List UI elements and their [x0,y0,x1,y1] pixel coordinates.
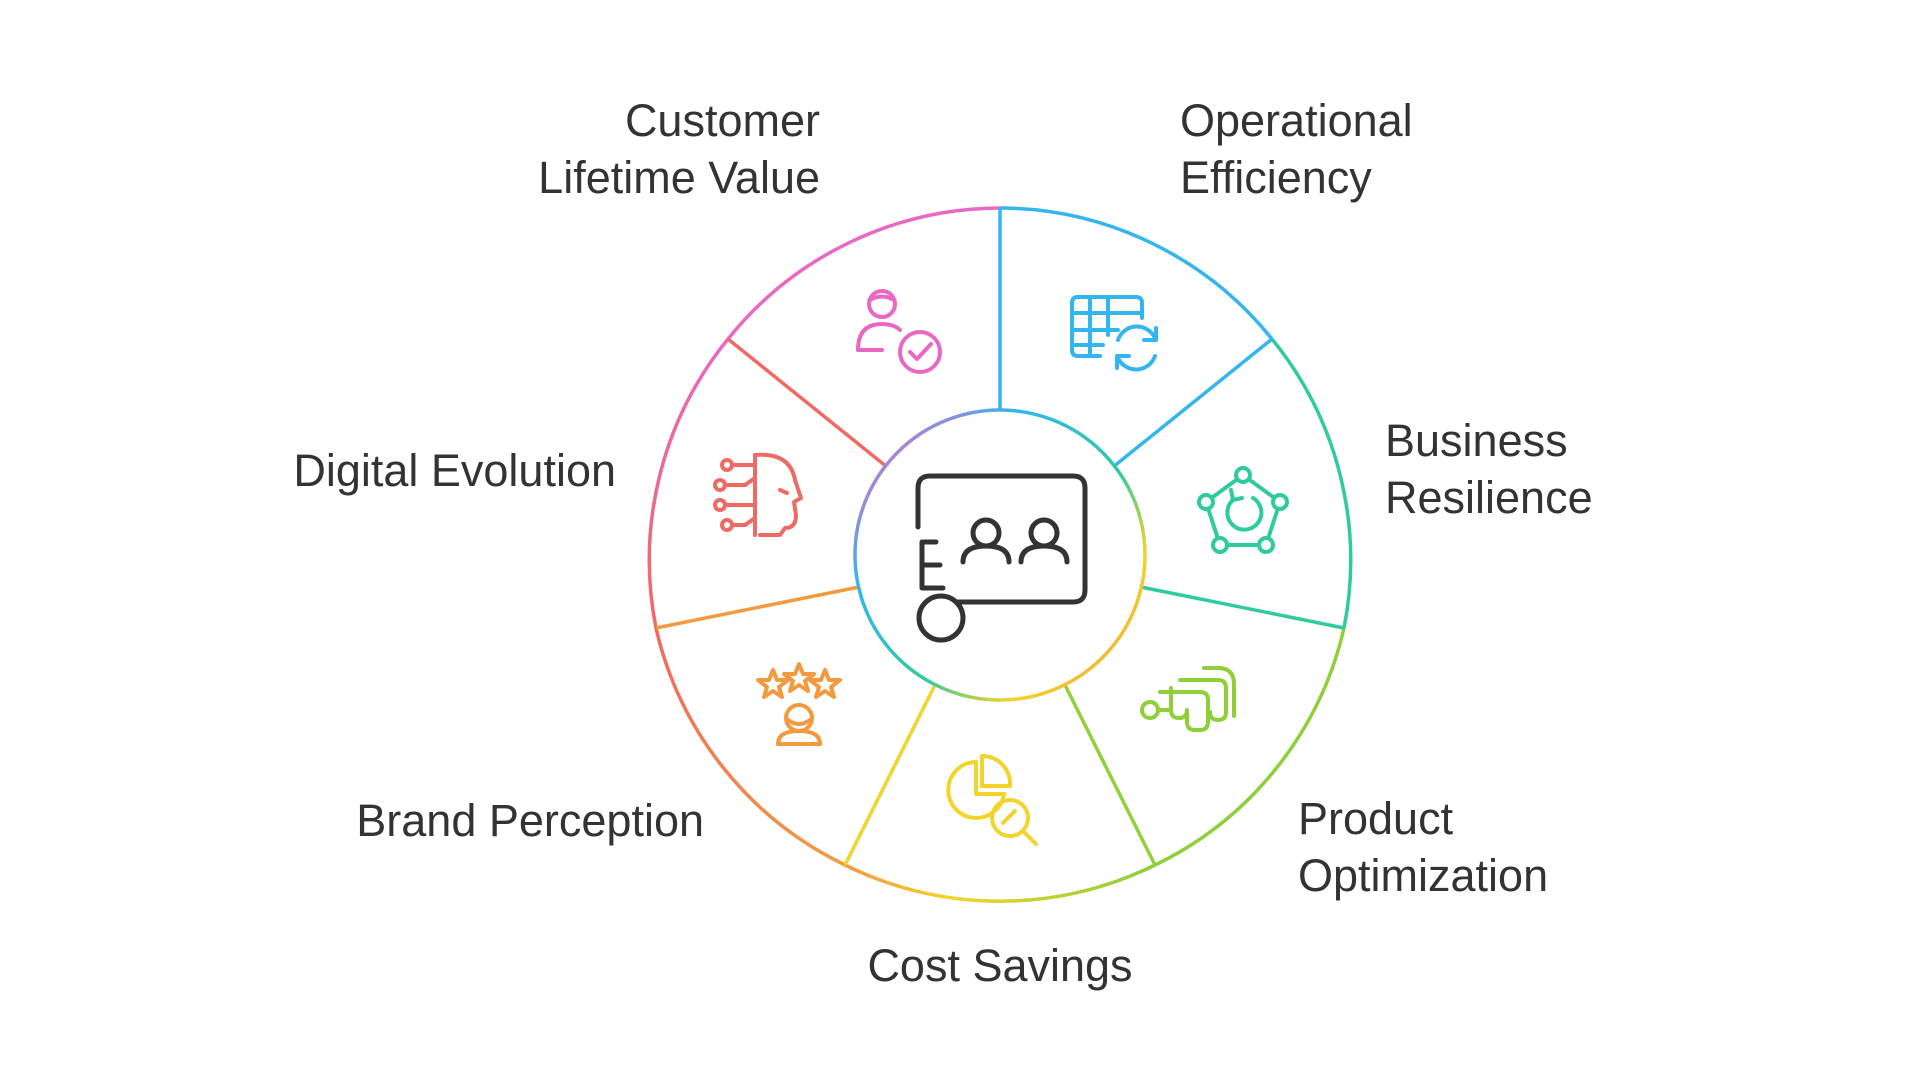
label-line: Operational [1180,95,1413,146]
person-stars-icon [756,662,842,746]
label-cost-savings: Cost Savings [800,937,1200,994]
pie-chart-search-icon [946,753,1038,846]
arc-operational-efficiency [999,206,1274,341]
label-line: Brand Perception [356,795,704,846]
arc-product-optimization [1154,627,1346,867]
label-customer-lifetime-value: Customer Lifetime Value [460,92,820,206]
hub-circle [853,408,1147,702]
arc-cost-savings [844,863,1156,903]
ascending-arrows-icon [1140,666,1236,732]
divider-lower-left [655,585,860,630]
ai-head-circuit-icon [713,452,803,537]
label-line: Optimization [1298,850,1549,901]
divider-upper-left [726,337,889,469]
label-product-optimization: Product Optimization [1298,790,1678,904]
label-line: Customer [624,95,820,146]
label-line: Cost Savings [867,940,1133,991]
label-business-resilience: Business Resilience [1385,412,1745,526]
pentagon-cycle-icon [1197,466,1289,554]
label-line: Lifetime Value [538,152,820,203]
divider-upper-right [1111,337,1274,469]
label-line: Efficiency [1180,152,1372,203]
label-line: Product [1298,793,1454,844]
dividers [655,208,1345,866]
label-operational-efficiency: Operational Efficiency [1180,92,1540,206]
table-refresh-icon [1070,295,1158,372]
label-line: Business [1385,415,1568,466]
label-brand-perception: Brand Perception [300,792,704,849]
arc-customer-lifetime-value [726,206,1001,341]
outer-ring [647,206,1353,903]
divider-lower-right [1140,585,1345,630]
user-check-icon [856,289,942,374]
label-line: Digital Evolution [293,445,616,496]
arc-digital-evolution [647,337,730,629]
label-digital-evolution: Digital Evolution [230,442,616,499]
presentation-board-with-people-icon [915,473,1088,643]
label-line: Resilience [1385,472,1593,523]
divider-bottom-left [843,678,940,866]
arc-brand-perception [654,627,846,867]
arc-business-resilience [1270,337,1353,629]
divider-bottom-right [1060,678,1157,866]
